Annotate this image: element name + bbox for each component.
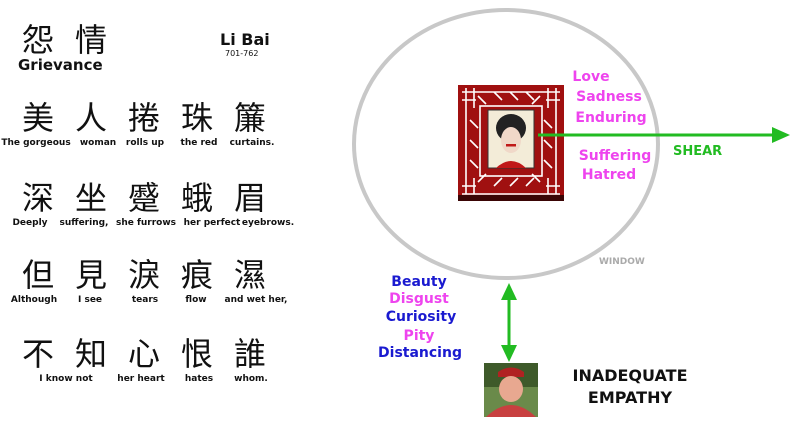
poem-gloss: Deeply: [12, 218, 48, 228]
inadequate-empathy-label: INADEQUATE EMPATHY: [550, 365, 710, 409]
emotion-enduring: Enduring: [575, 110, 647, 126]
poem-gloss: woman: [79, 138, 117, 148]
empathy-arrow: [501, 283, 517, 362]
poem-gloss: the red: [180, 138, 218, 148]
author-dates: 701-762: [225, 49, 259, 58]
poem-char: 眉: [233, 179, 266, 217]
poem-char: 坐: [74, 179, 107, 217]
poem-char: 但: [21, 256, 54, 294]
poem-gloss: tears: [131, 295, 159, 305]
viewer-emotion-distancing: Distancing: [378, 345, 462, 361]
poem-char: 誰: [233, 335, 266, 373]
poem-char: 珠: [180, 99, 213, 137]
poem-gloss: I see: [77, 295, 103, 305]
poem-char: 濕: [233, 256, 266, 294]
emotion-love: Love: [572, 69, 610, 85]
title-char-1: 怨: [21, 21, 54, 59]
poem-char: 知: [74, 335, 107, 373]
poem-gloss: rolls up: [125, 138, 165, 148]
poem-char: 蛾: [180, 179, 213, 217]
emotion-hatred: Hatred: [581, 167, 637, 183]
viewer-emotion-beauty: Beauty: [391, 274, 447, 290]
poem-gloss: The gorgeous: [1, 138, 71, 148]
poem-char: 人: [74, 99, 107, 137]
poem-gloss: eyebrows.: [241, 218, 295, 228]
poem-char: 簾: [233, 99, 266, 137]
title-char-2: 情: [74, 21, 107, 59]
poem-gloss: whom.: [234, 374, 268, 384]
poem-gloss: and wet her,: [224, 295, 288, 305]
poem-gloss: curtains.: [229, 138, 275, 148]
viewer-emotion-pity: Pity: [403, 328, 435, 344]
author-name: Li Bai: [220, 30, 270, 49]
poem-char: 恨: [180, 335, 213, 373]
poem-gloss: her heart: [117, 374, 165, 384]
inadequate-line-1: INADEQUATE: [572, 366, 688, 385]
poem-char: 痕: [180, 256, 213, 294]
poem-gloss: she furrows: [115, 218, 177, 228]
viewer-emotion-disgust: Disgust: [389, 291, 449, 307]
poem-char: 深: [21, 179, 54, 217]
viewer-emotion-curiosity: Curiosity: [385, 309, 457, 325]
poem-gloss: hates: [184, 374, 214, 384]
poem-title-english: Grievance: [18, 56, 103, 74]
poem-gloss: suffering,: [59, 218, 109, 228]
portrait-woman: [487, 109, 535, 169]
emotion-suffering: Suffering: [578, 148, 652, 164]
poem-char: 淚: [127, 256, 160, 294]
poem-gloss: Although: [10, 295, 58, 305]
poem-char: 不: [21, 335, 54, 373]
emotion-sadness: Sadness: [576, 89, 642, 105]
shear-arrow: [538, 127, 790, 143]
window-label: WINDOW: [599, 257, 645, 267]
poem-gloss: flow: [185, 295, 207, 305]
poem-gloss: I know not: [39, 374, 93, 384]
poem-char: 美: [21, 99, 54, 137]
viewer-photo: [484, 363, 538, 417]
poem-gloss: her perfect: [183, 218, 241, 228]
inadequate-line-2: EMPATHY: [587, 388, 673, 407]
poem-char: 捲: [127, 99, 160, 137]
poem-char: 見: [74, 256, 107, 294]
window-circle: [352, 8, 660, 280]
shear-label: SHEAR: [673, 144, 723, 159]
poem-char: 蹙: [127, 179, 160, 217]
poem-char: 心: [127, 335, 160, 373]
